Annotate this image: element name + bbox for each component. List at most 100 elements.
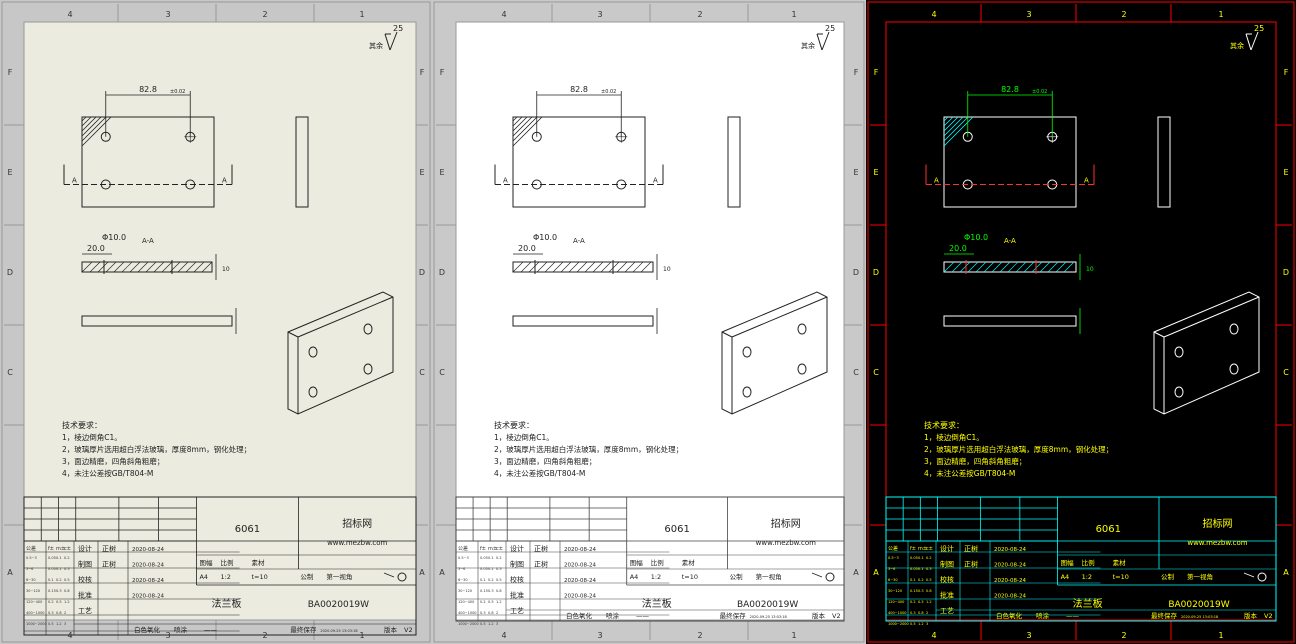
tol-range-2: 6~30 <box>458 578 468 582</box>
tol-c-2: 0.5 <box>64 578 70 582</box>
sign-role-4: 工艺 <box>78 607 92 615</box>
section-hatch <box>161 261 173 273</box>
tol-f-5: 0.3 <box>480 611 486 615</box>
section-hatch <box>552 261 564 273</box>
sign-date-3: 2020-08-24 <box>994 594 1026 600</box>
zone-label-left-A: A <box>439 568 445 577</box>
section-hatch <box>81 116 97 132</box>
tech-requirement-1: 1，棱边倒角C1。 <box>62 432 122 442</box>
section-hatch <box>943 116 964 137</box>
scale-value: 1:2 <box>1082 573 1092 581</box>
sign-date-0: 2020-08-24 <box>564 547 596 553</box>
tol-range-1: 3~6 <box>458 567 465 571</box>
dim-hole-tolerance: ±0.02 <box>1032 89 1047 95</box>
zone-label-right-A: A <box>419 568 425 577</box>
dim-hole-spacing: 82.8 <box>139 85 157 94</box>
tol-c-2: 0.5 <box>496 578 502 582</box>
projection-label: 公制 <box>300 572 314 581</box>
drawing-size-label: 图幅 <box>199 558 213 567</box>
zone-label-right-C: C <box>853 368 859 377</box>
section-mark-left: A <box>934 177 939 185</box>
plate-side-view <box>727 116 741 208</box>
tech-requirements-title: 技术要求： <box>62 420 102 430</box>
tol-f-0: 0.05 <box>48 556 56 560</box>
version-label: 版本 <box>1244 611 1258 620</box>
dim-hole-diameter: Φ10.0 <box>533 233 557 242</box>
title-block <box>885 496 1277 622</box>
isometric-edge <box>721 331 733 338</box>
section-hatch <box>81 116 102 137</box>
plate-top-view <box>81 116 215 208</box>
zone-label-right-A: A <box>853 568 859 577</box>
dash-value: —— <box>636 612 650 620</box>
section-hatch <box>193 261 205 273</box>
scale-value: 1:2 <box>651 573 661 581</box>
sign-role-0: 设计 <box>78 544 92 553</box>
roughness-value: 25 <box>1254 24 1264 33</box>
zone-label-top-1: 1 <box>791 10 796 19</box>
brand-label: 招标网 <box>771 517 801 530</box>
section-hatch <box>975 261 987 273</box>
tol-range-5: 400~1000 <box>458 611 477 615</box>
roughness-mark <box>1245 33 1252 51</box>
projection-value: 第一视角 <box>1187 572 1213 581</box>
projection-label: 公制 <box>730 572 744 581</box>
sign-date-0: 2020-08-24 <box>994 547 1026 553</box>
title-block <box>455 496 845 622</box>
dim-edge-distance: 20.0 <box>87 244 105 253</box>
iso-hole-2 <box>1229 323 1239 335</box>
sign-role-3: 批准 <box>510 591 524 600</box>
sheet-paper <box>885 21 1277 621</box>
title-block <box>23 496 417 636</box>
section-hatch <box>153 261 165 273</box>
sheet-paper <box>23 21 417 621</box>
zone-label-left-E: E <box>873 168 878 177</box>
section-hatch <box>81 116 92 127</box>
projection-symbol-icon <box>383 572 395 578</box>
tol-range-5: 400~1000 <box>888 611 907 615</box>
tech-requirement-2: 2，玻璃厚片选用超白浮法玻璃，厚度8mm，钢化处理； <box>494 444 683 454</box>
section-hatch <box>512 116 523 127</box>
iso-hole-4 <box>797 363 807 375</box>
section-label: A-A <box>573 237 585 245</box>
zone-label-bottom-4: 4 <box>501 631 506 640</box>
dim-edge-distance: 20.0 <box>949 244 967 253</box>
section-hatch <box>105 261 117 273</box>
tol-m-0: 0.1 <box>488 556 494 560</box>
sign-name-1: 正树 <box>534 560 548 569</box>
roughness-value: 25 <box>825 24 835 33</box>
tol-f-1: 0.05 <box>48 567 56 571</box>
thickness-value: t=10 <box>682 573 698 581</box>
tol-c-1: 0.3 <box>926 567 932 571</box>
tol-range-3: 30~120 <box>26 589 40 593</box>
zone-label-top-3: 3 <box>597 10 602 19</box>
section-mark-right: A <box>653 177 658 185</box>
zone-label-left-C: C <box>439 368 445 377</box>
plate-top-view <box>943 116 1077 208</box>
tol-m-2: 0.2 <box>56 578 62 582</box>
roughness-mark <box>816 33 823 51</box>
zone-label-right-D: D <box>1283 268 1289 277</box>
tol-f-1: 0.05 <box>480 567 488 571</box>
drawing-number: BA0020019W <box>1168 600 1229 610</box>
scale-label: 比例 <box>220 558 233 567</box>
sign-role-2: 校核 <box>510 575 524 584</box>
zone-label-right-E: E <box>1283 168 1288 177</box>
sign-date-2: 2020-08-24 <box>994 578 1026 584</box>
tol-range-0: 0.5~3 <box>458 556 469 560</box>
section-hatch <box>145 261 157 273</box>
iso-hole-2 <box>797 323 807 335</box>
tol-range-2: 6~30 <box>26 578 36 582</box>
sign-date-2: 2020-08-24 <box>564 578 596 584</box>
tol-c-5: 2 <box>64 611 66 615</box>
material-label: 6061 <box>1096 524 1121 535</box>
zone-label-top-4: 4 <box>501 10 506 19</box>
isometric-edge <box>731 296 828 338</box>
drawing-size-value: A4 <box>1061 573 1070 581</box>
tol-c-5: 2 <box>926 611 928 615</box>
isometric-edge <box>1153 331 1165 338</box>
tol-f-1: 0.05 <box>910 567 918 571</box>
sign-role-4: 工艺 <box>940 607 954 615</box>
plate-front-view <box>943 315 1077 327</box>
zone-label-top-2: 2 <box>697 10 702 19</box>
